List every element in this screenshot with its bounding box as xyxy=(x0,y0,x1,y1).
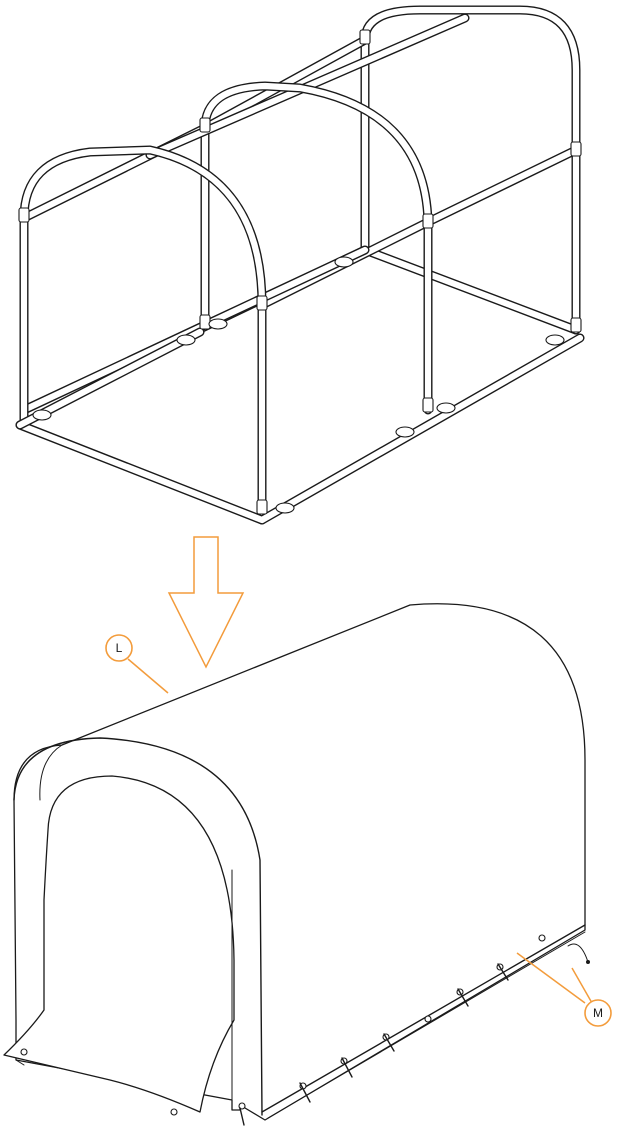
cover-eyelets xyxy=(20,934,546,1116)
tie-down-straps xyxy=(239,943,590,1126)
callout-l: L xyxy=(105,634,169,694)
ground-stake-feet xyxy=(32,256,565,514)
greenhouse-frame xyxy=(15,5,585,525)
callout-l-label: L xyxy=(116,641,123,655)
frame-joints xyxy=(18,29,582,515)
door-flap xyxy=(3,775,235,1113)
strap-anchor-point xyxy=(586,960,590,964)
callout-m: M xyxy=(516,952,612,1027)
frame-arch-front xyxy=(19,145,267,525)
frame-bottom-rails xyxy=(15,327,585,525)
cover-skirt xyxy=(261,924,586,1113)
frame-arch-back xyxy=(360,5,581,155)
covered-greenhouse xyxy=(3,603,590,1126)
frame-long-rails xyxy=(19,13,581,415)
frame-arch-middle xyxy=(200,81,433,415)
callout-m-label: M xyxy=(593,1006,603,1020)
down-arrow-icon xyxy=(167,536,245,669)
